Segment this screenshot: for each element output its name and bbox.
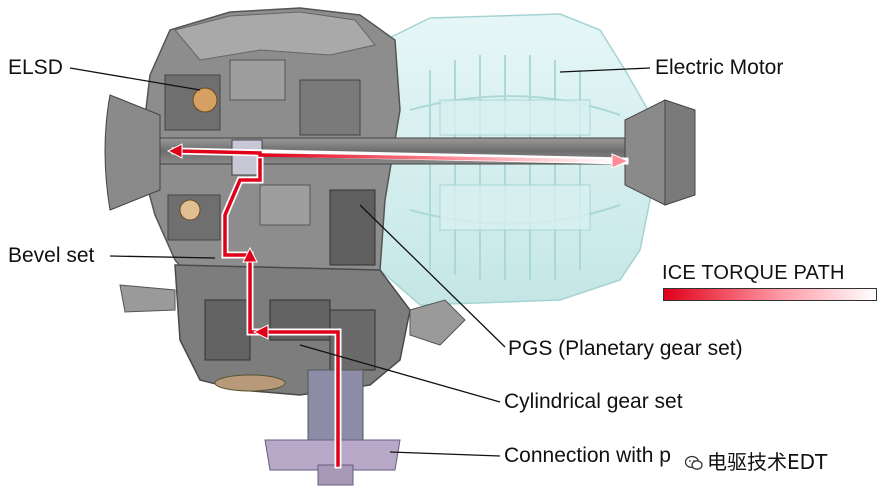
watermark-text: 电驱技术EDT — [707, 450, 828, 474]
label-pgs: PGS (Planetary gear set) — [508, 337, 743, 360]
legend-title: ICE TORQUE PATH — [662, 262, 845, 284]
ice-torque-path — [166, 143, 630, 469]
label-connection: Connection with p — [504, 444, 671, 467]
legend-gradient-bar — [663, 288, 877, 301]
label-bevel-set: Bevel set — [8, 244, 95, 267]
wechat-logo-icon — [685, 455, 703, 470]
label-elsd: ELSD — [8, 56, 63, 79]
label-electric-motor: Electric Motor — [655, 56, 784, 79]
leader-lines — [69, 67, 651, 457]
watermark: 电驱技术EDT — [683, 446, 830, 475]
label-cylindrical-gear-set: Cylindrical gear set — [504, 390, 683, 413]
